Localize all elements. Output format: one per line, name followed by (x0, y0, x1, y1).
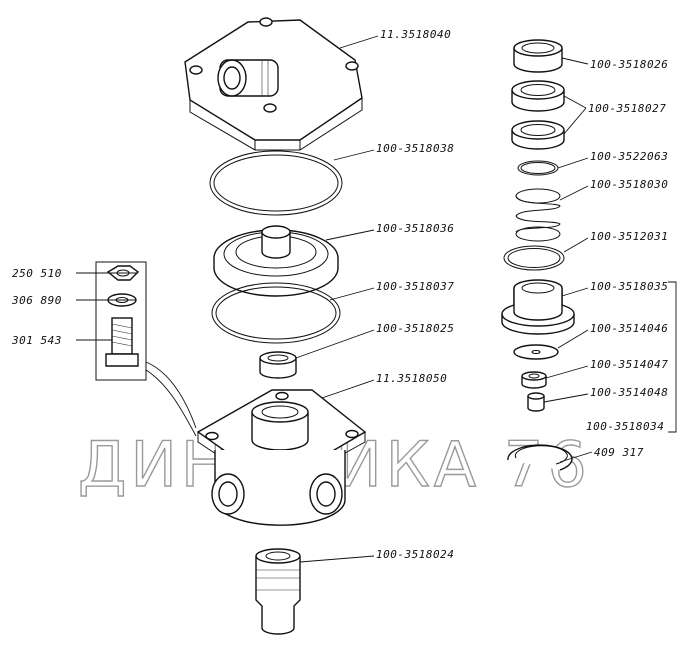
label-seat: 100-3518025 (376, 322, 454, 335)
o-ring-part (503, 245, 565, 271)
label-valve-cap: 100-3514047 (590, 358, 668, 371)
upper-gasket-ring-part (209, 150, 343, 216)
small-o-ring-part (517, 160, 559, 176)
valve-pin-part (527, 392, 545, 412)
label-valve-piston: 100-3518035 (590, 280, 668, 293)
spring-part (515, 188, 561, 242)
label-sleeve-top: 100-3518026 (590, 58, 668, 71)
label-sleeve-rings: 100-3518027 (588, 102, 666, 115)
bolt-part (105, 317, 139, 367)
snap-ring-part (507, 444, 573, 471)
label-o-ring-small: 100-3522063 (590, 150, 668, 163)
cover-part (184, 17, 363, 151)
label-valve-pin: 100-3514048 (590, 386, 668, 399)
valve-cap-part (521, 371, 547, 389)
sleeve-top-part (513, 39, 563, 73)
body-part (196, 389, 367, 526)
label-body: 11.3518050 (376, 372, 447, 385)
sleeve-ring-part-2 (511, 120, 565, 150)
label-gasket-ring-upper: 100-3518038 (376, 142, 454, 155)
fastener-group (95, 261, 197, 437)
sleeve-ring-part (511, 80, 565, 112)
label-cover: 11.3518040 (380, 28, 451, 41)
label-o-ring: 100-3512031 (590, 230, 668, 243)
label-gasket-ring-lower: 100-3518037 (376, 280, 454, 293)
seat-part (259, 351, 297, 379)
valve-disc-part (513, 344, 559, 360)
label-washer: 306 890 (11, 294, 62, 307)
lower-gasket-ring-part (211, 282, 341, 344)
label-snap-ring: 409 317 (594, 446, 644, 459)
label-diaphragm: 100-3518036 (376, 222, 454, 235)
label-nut: 250 510 (12, 267, 62, 280)
label-valve-assembly: 100-3518034 (586, 420, 664, 433)
diaphragm-part (213, 225, 339, 297)
label-bolt: 301 543 (11, 334, 62, 347)
outlet-fitting-part (255, 548, 301, 635)
label-outlet-fitting: 100-3518024 (376, 548, 454, 561)
label-valve-disc: 100-3514046 (590, 322, 668, 335)
part-labels: 11.3518040 100-3518038 100-3518036 100-3… (11, 28, 668, 561)
valve-assembly-bracket (668, 281, 677, 433)
leader-lines (76, 35, 593, 563)
valve-piston-part (501, 279, 575, 335)
label-spring: 100-3518030 (590, 178, 668, 191)
